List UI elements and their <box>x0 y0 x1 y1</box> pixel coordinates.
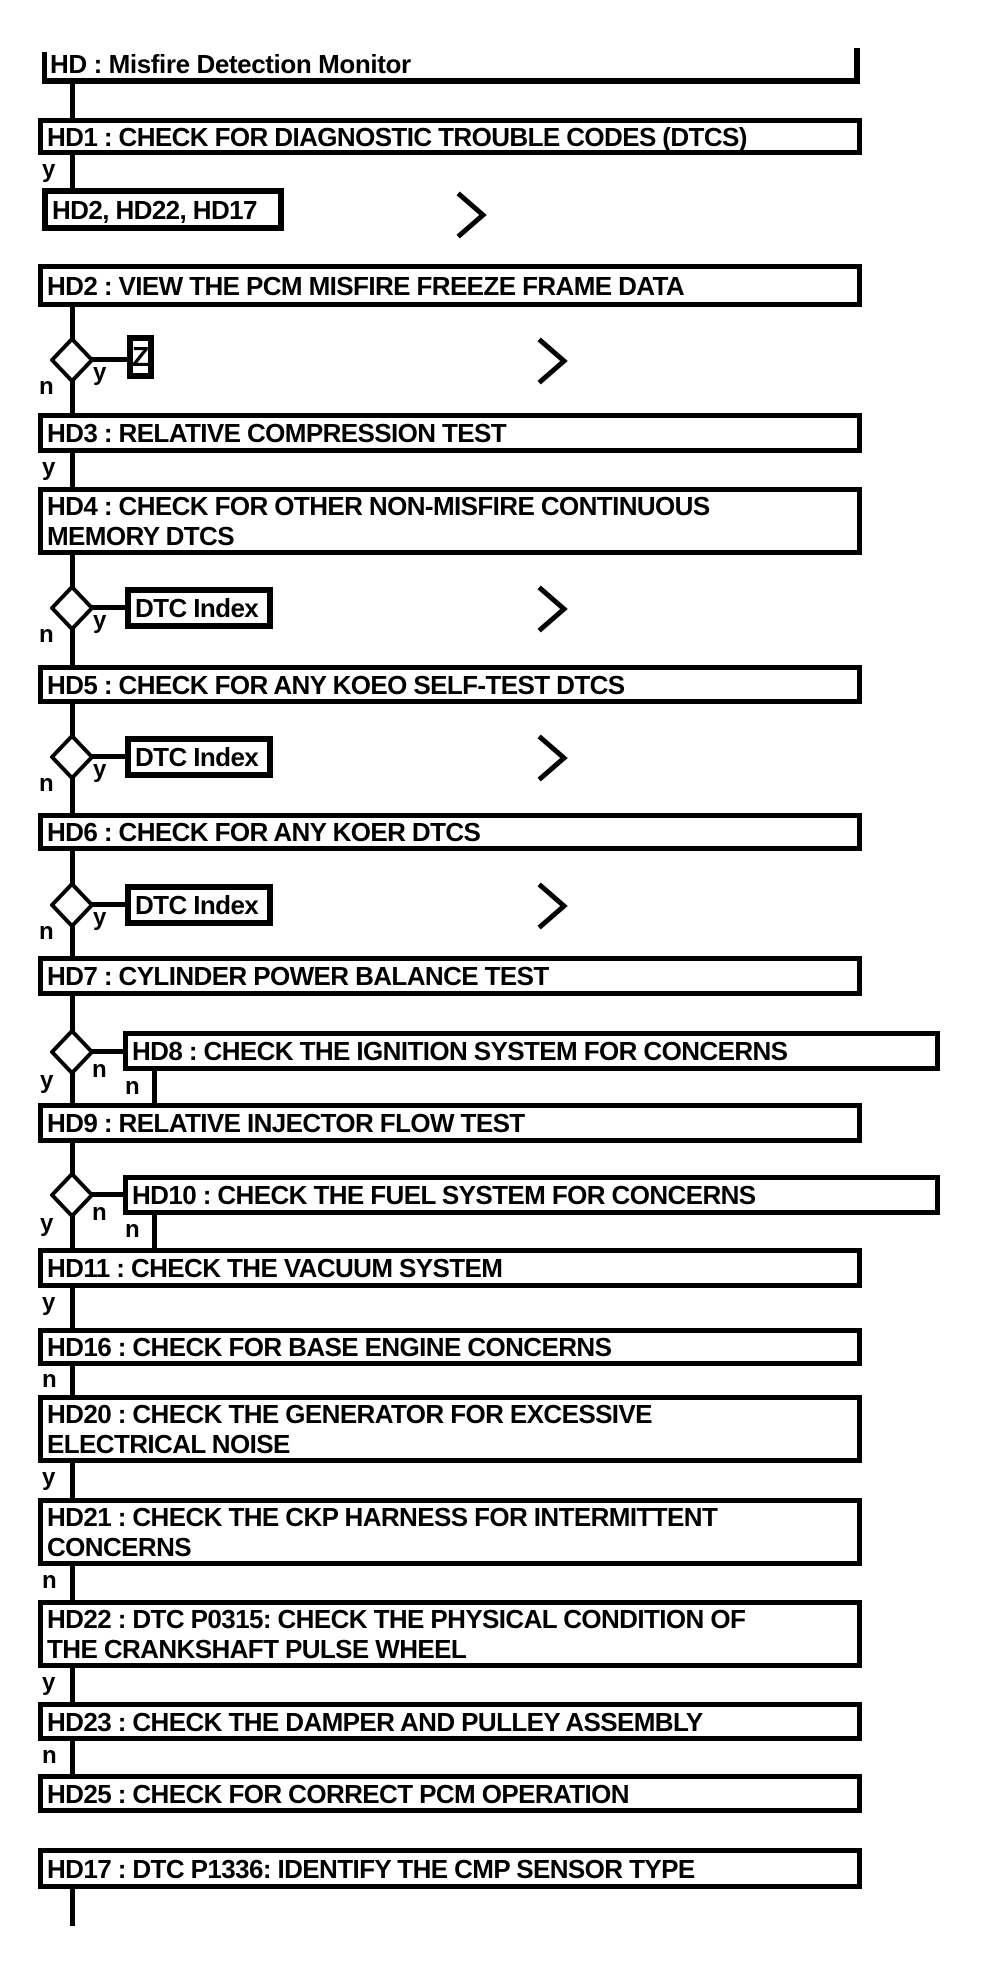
step-box-hd23: HD23 : CHECK THE DAMPER AND PULLEY ASSEM… <box>38 1702 862 1741</box>
connector-line <box>70 1072 75 1103</box>
decision-diamond-icon <box>50 337 94 383</box>
branch-label-no: n <box>92 1056 107 1083</box>
connector-line <box>70 923 75 956</box>
connector-line <box>70 703 75 737</box>
decision-diamond-icon <box>50 585 94 631</box>
step-box-hd21: HD21 : CHECK THE CKP HARNESS FOR INTERMI… <box>38 1498 862 1566</box>
step-box-hd6: HD6 : CHECK FOR ANY KOER DTCS <box>38 813 862 851</box>
connector-line <box>70 555 75 588</box>
goto-box-next-steps: HD2, HD22, HD17 <box>42 188 284 231</box>
branch-label-no: n <box>42 1567 57 1594</box>
chevron-right-icon <box>537 337 568 385</box>
step-box-hd9: HD9 : RELATIVE INJECTOR FLOW TEST <box>38 1103 862 1143</box>
branch-label-yes: y <box>40 1210 54 1237</box>
branch-label-yes: y <box>93 607 107 634</box>
hd8-merge-line <box>152 1070 157 1103</box>
goto-box-dtc-index: DTC Index <box>125 884 273 926</box>
step-box-hd2: HD2 : VIEW THE PCM MISFIRE FREEZE FRAME … <box>38 264 862 307</box>
decision-diamond-icon <box>50 882 94 928</box>
branch-label-yes: y <box>42 156 56 183</box>
step-box-hd8: HD8 : CHECK THE IGNITION SYSTEM FOR CONC… <box>123 1031 940 1071</box>
connector-line <box>70 153 75 190</box>
step-box-hd5: HD5 : CHECK FOR ANY KOEO SELF-TEST DTCS <box>38 665 862 704</box>
branch-label-no: n <box>39 918 54 945</box>
branch-label-yes: y <box>93 756 107 783</box>
branch-label-no: n <box>42 1742 57 1769</box>
branch-label-yes: y <box>40 1067 54 1094</box>
branch-label-yes: y <box>42 1669 56 1696</box>
connector-line <box>90 605 125 610</box>
step-box-hd25: HD25 : CHECK FOR CORRECT PCM OPERATION <box>38 1774 862 1813</box>
step-box-hd17: HD17 : DTC P1336: IDENTIFY THE CMP SENSO… <box>38 1848 862 1889</box>
connector-line <box>70 850 75 885</box>
goto-box-dtc-index: DTC Index <box>125 587 273 629</box>
branch-label-yes: y <box>93 359 107 386</box>
connector-line <box>70 1565 75 1600</box>
branch-label-yes: y <box>42 1464 56 1491</box>
goto-box-dtc-index: DTC Index <box>125 736 273 778</box>
branch-label-yes: y <box>42 454 56 481</box>
connector-line <box>70 775 75 813</box>
connector-line <box>70 995 75 1031</box>
connector-line <box>70 1740 75 1774</box>
connector-line <box>70 1142 75 1175</box>
title-right-tick <box>854 48 860 84</box>
branch-label-no: n <box>125 1073 140 1100</box>
branch-label-no: n <box>42 1366 57 1393</box>
branch-label-yes: y <box>42 1289 56 1316</box>
connector-line <box>90 357 127 362</box>
step-box-hd16: HD16 : CHECK FOR BASE ENGINE CONCERNS <box>38 1328 862 1366</box>
branch-label-no: n <box>39 621 54 648</box>
step-box-hd3: HD3 : RELATIVE COMPRESSION TEST <box>38 413 862 453</box>
connector-line-tail <box>70 1888 75 1926</box>
step-box-hd7: HD7 : CYLINDER POWER BALANCE TEST <box>38 956 862 996</box>
step-box-hd4: HD4 : CHECK FOR OTHER NON-MISFIRE CONTIN… <box>38 487 862 555</box>
branch-label-no: n <box>39 770 54 797</box>
connector-line <box>70 84 75 118</box>
step-box-hd11: HD11 : CHECK THE VACUUM SYSTEM <box>38 1248 862 1288</box>
step-box-hd1: HD1 : CHECK FOR DIAGNOSTIC TROUBLE CODES… <box>38 118 862 155</box>
connector-line <box>90 1049 123 1054</box>
connector-line <box>70 307 75 340</box>
decision-diamond-icon <box>50 1172 94 1218</box>
connector-line <box>70 1462 75 1498</box>
step-box-hd20: HD20 : CHECK THE GENERATOR FOR EXCESSIVE… <box>38 1395 862 1463</box>
title-left-bar <box>42 52 47 84</box>
hd10-merge-line <box>152 1214 157 1248</box>
connector-line <box>90 1192 123 1197</box>
decision-diamond-icon <box>50 1029 94 1075</box>
connector-line <box>70 378 75 413</box>
branch-label-no: n <box>39 373 54 400</box>
connector-line <box>70 1365 75 1395</box>
connector-line <box>70 452 75 487</box>
chevron-right-icon <box>537 882 568 930</box>
chevron-right-icon <box>456 191 487 239</box>
title-underline <box>42 78 860 84</box>
step-box-hd22: HD22 : DTC P0315: CHECK THE PHYSICAL CON… <box>38 1600 862 1668</box>
connector-line <box>70 1214 75 1248</box>
connector-line <box>90 754 125 759</box>
connector-line <box>70 1287 75 1328</box>
chevron-right-icon <box>537 734 568 782</box>
goto-box-z: Z <box>127 335 154 379</box>
step-box-hd10: HD10 : CHECK THE FUEL SYSTEM FOR CONCERN… <box>123 1175 940 1215</box>
chevron-right-icon <box>537 585 568 633</box>
branch-label-no: n <box>125 1216 140 1243</box>
connector-line <box>70 1667 75 1702</box>
decision-diamond-icon <box>50 734 94 780</box>
connector-line <box>70 626 75 665</box>
page-title: HD : Misfire Detection Monitor <box>50 49 411 79</box>
connector-line <box>90 902 125 907</box>
branch-label-yes: y <box>93 904 107 931</box>
branch-label-no: n <box>92 1199 107 1226</box>
